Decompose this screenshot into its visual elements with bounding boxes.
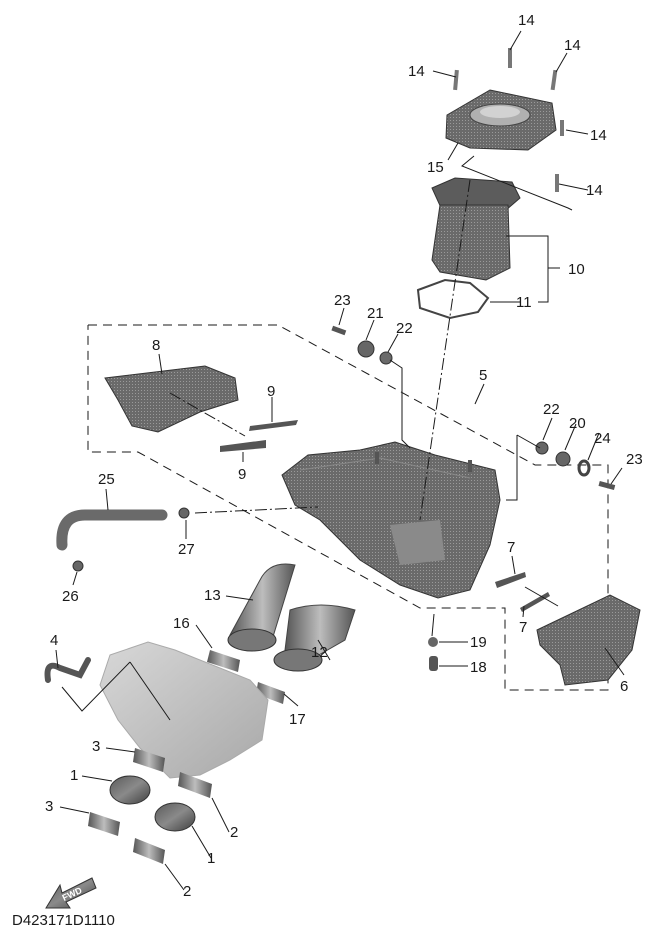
- callout-14: 14: [564, 37, 581, 54]
- callout-20: 20: [569, 415, 586, 432]
- part-16-clamp: [207, 650, 240, 672]
- part-23-bolt-right: [598, 480, 616, 490]
- part-21-grommet: [357, 340, 375, 358]
- part-24-washer: [577, 459, 591, 477]
- callout-1: 1: [70, 767, 78, 784]
- part-1-joint-lower: [154, 802, 196, 832]
- callout-1: 1: [207, 850, 215, 867]
- part-3-clamp-upper: [133, 748, 165, 772]
- callout-11: 11: [516, 294, 532, 311]
- callout-21: 21: [367, 305, 384, 322]
- callout-26: 26: [62, 588, 79, 605]
- callout-2: 2: [230, 824, 238, 841]
- callout-3: 3: [45, 798, 53, 815]
- part-17-clamp: [256, 682, 285, 704]
- callout-5: 5: [479, 367, 487, 384]
- part-2-clamp-lower: [133, 838, 165, 864]
- part-1-joint-upper: [109, 775, 151, 805]
- part-19-cap: [428, 637, 438, 647]
- part-7-seal-upper: [495, 572, 526, 588]
- callout-14: 14: [408, 63, 425, 80]
- part-23-bolt-upper: [331, 325, 347, 336]
- callout-23: 23: [334, 292, 351, 309]
- callout-24: 24: [594, 430, 611, 447]
- callout-7: 7: [519, 619, 527, 636]
- callout-9: 9: [267, 383, 275, 400]
- callout-27: 27: [178, 541, 195, 558]
- part-22-collar-right: [535, 441, 549, 455]
- part-18-plug: [429, 656, 438, 671]
- callout-4: 4: [50, 632, 58, 649]
- part-2-clamp-upper: [178, 772, 212, 798]
- part-5-airbox: [281, 441, 501, 599]
- callout-7: 7: [507, 539, 515, 556]
- fwd-arrow-icon: FWD: [45, 877, 97, 909]
- part-12-intake-elbow: [273, 604, 356, 672]
- part-25-hose: [56, 509, 168, 551]
- callout-8: 8: [152, 337, 160, 354]
- part-9-seal-upper: [249, 420, 298, 431]
- part-20-grommet: [555, 451, 571, 467]
- callout-16: 16: [173, 615, 190, 632]
- part-14-bolts: [453, 48, 564, 192]
- callout-9: 9: [238, 466, 246, 483]
- part-10-intake-funnel: [431, 177, 521, 281]
- callout-6: 6: [620, 678, 628, 695]
- part-13-intake-tube: [227, 563, 296, 652]
- part-15-top-plate: [445, 89, 557, 151]
- part-9-seal-lower: [220, 440, 266, 452]
- callout-15: 15: [427, 159, 444, 176]
- callout-10: 10: [568, 261, 585, 278]
- part-26-clamp: [72, 560, 84, 572]
- callout-14: 14: [586, 182, 603, 199]
- part-4-hose: [44, 657, 91, 683]
- part-7-seal-lower: [520, 592, 550, 612]
- callout-12: 12: [311, 644, 328, 661]
- part-11-gasket: [416, 278, 490, 320]
- callout-19: 19: [470, 634, 487, 651]
- part-8-side-cover: [104, 365, 239, 433]
- callout-18: 18: [470, 659, 487, 676]
- part-6-side-cover-right: [536, 594, 641, 686]
- part-22-collar-upper: [379, 351, 393, 365]
- callout-23: 23: [626, 451, 643, 468]
- callout-3: 3: [92, 738, 100, 755]
- part-27-clamp: [178, 507, 190, 519]
- diagram-code: D423171D1110: [12, 912, 115, 929]
- callout-22: 22: [396, 320, 413, 337]
- callout-14: 14: [590, 127, 607, 144]
- callout-17: 17: [289, 711, 306, 728]
- part-3-clamp-lower: [88, 812, 120, 836]
- callout-13: 13: [204, 587, 221, 604]
- callout-22: 22: [543, 401, 560, 418]
- cylinder-head-manifold: [99, 641, 269, 779]
- callout-labels: 14 14 14 14 14 15 10 11 23 21 22 8 9 9 5…: [45, 12, 643, 900]
- callout-25: 25: [98, 471, 115, 488]
- leader-lines: [55, 30, 625, 891]
- callout-14: 14: [518, 12, 535, 29]
- callout-2: 2: [183, 883, 191, 900]
